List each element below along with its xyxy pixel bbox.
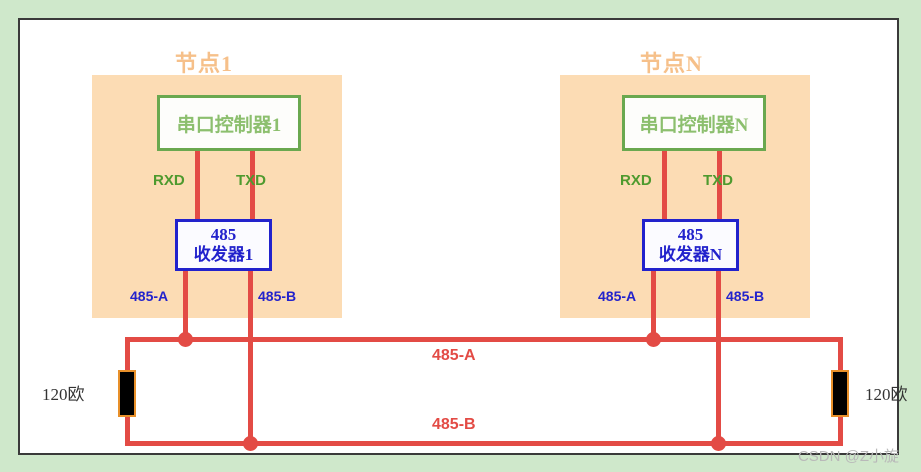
wire-terminator-left-top [125,337,130,372]
node-title-n: 节点N [640,51,703,76]
pin-b-label-n: 485-B [726,288,765,304]
transceiver-box-1: 485 收发器1 [175,219,272,271]
terminator-resistor-right [831,370,849,417]
transceiver-title-1: 485 [210,225,237,245]
wire-txd-1 [250,151,255,219]
transceiver-subtitle-1: 收发器1 [193,245,254,264]
pin-a-label-n: 485-A [598,288,637,304]
wire-rxd-n [662,151,667,219]
junction-dot-b-1 [243,436,258,451]
txd-label-n: TXD [703,172,733,189]
junction-dot-b-n [711,436,726,451]
wire-rxd-1 [195,151,200,219]
bus-label-485a: 485-A [432,347,476,364]
watermark: CSDN @Z小旋 [797,448,899,465]
node-title-1: 节点1 [175,51,234,76]
transceiver-subtitle-n: 收发器N [658,245,723,264]
wire-485a-drop-n [651,271,656,339]
wire-485b-drop-n [716,271,721,443]
pin-a-label-1: 485-A [130,288,169,304]
bus-line-485b [125,441,843,446]
wire-485a-drop-1 [183,271,188,339]
junction-dot-a-1 [178,332,193,347]
transceiver-title-n: 485 [677,225,704,245]
wire-txd-n [717,151,722,219]
bus-label-485b: 485-B [432,416,476,433]
wire-terminator-right-top [838,337,843,372]
pin-b-label-1: 485-B [258,288,297,304]
wire-485b-drop-1 [248,271,253,443]
terminator-label-left: 120欧 [42,385,85,404]
txd-label-1: TXD [236,172,266,189]
junction-dot-a-n [646,332,661,347]
serial-controller-label-n: 串口控制器N [639,114,749,136]
rxd-label-1: RXD [153,172,185,189]
wire-terminator-left-bottom [125,408,130,446]
serial-controller-box-1: 串口控制器1 [157,95,301,151]
rxd-label-n: RXD [620,172,652,189]
wire-terminator-right-bottom [838,408,843,446]
serial-controller-box-n: 串口控制器N [622,95,766,151]
transceiver-box-n: 485 收发器N [642,219,739,271]
serial-controller-label-1: 串口控制器1 [176,114,282,136]
terminator-label-right: 120欧 [865,385,908,404]
diagram-frame: 节点1 节点N 串口控制器1 串口控制器N RXD TXD RXD TXD 48… [18,18,908,455]
bus-line-485a [125,337,843,342]
terminator-resistor-left [118,370,136,417]
